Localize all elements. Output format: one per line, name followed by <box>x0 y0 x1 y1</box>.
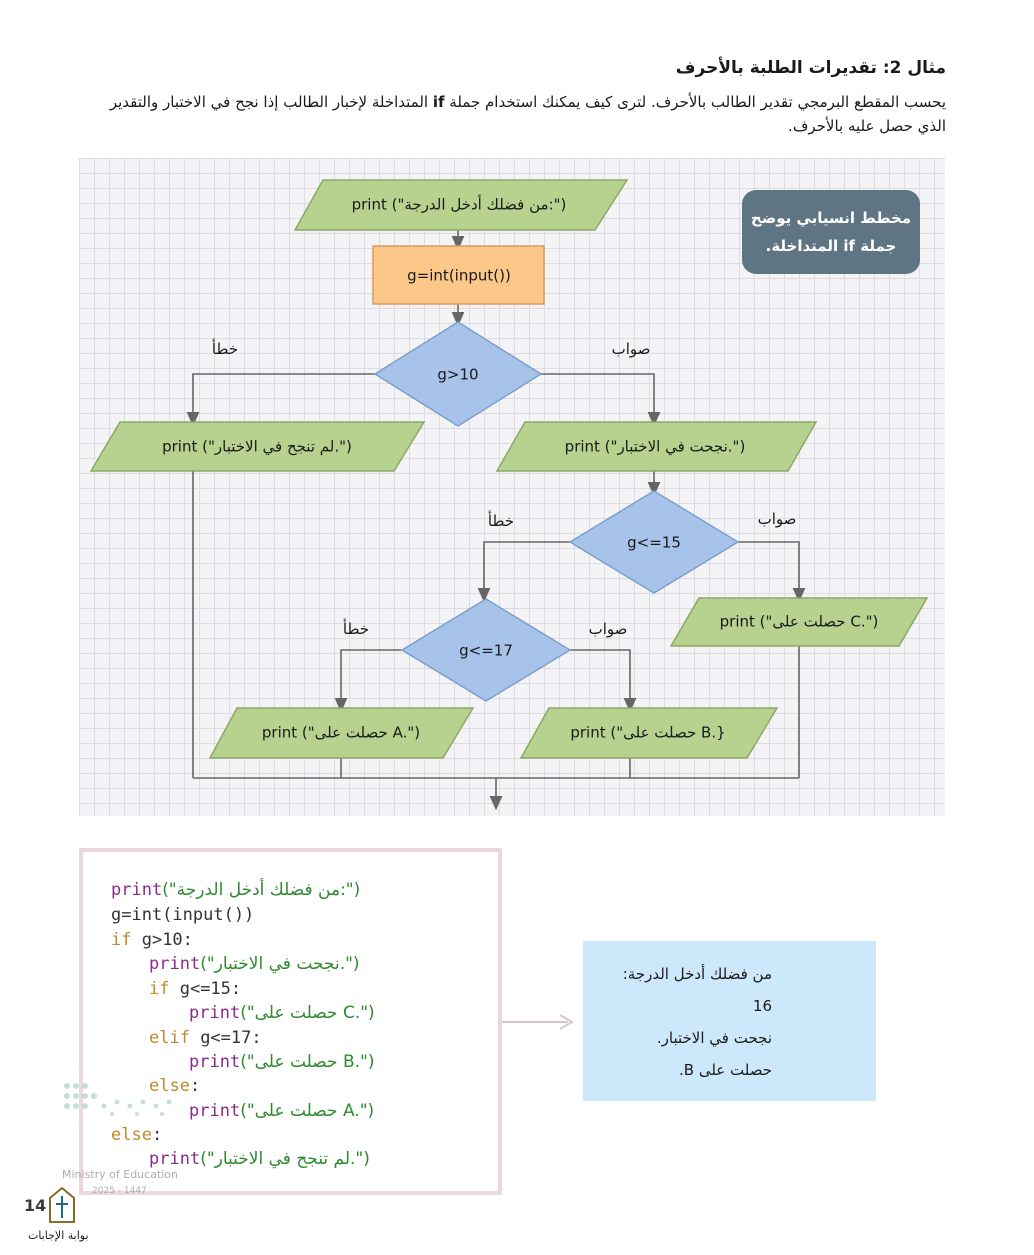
page-number: 14 <box>24 1196 47 1215</box>
intro-paragraph: يحسب المقطع البرمجي تقدير الطالب بالأحرف… <box>86 90 946 138</box>
grade-b-label: print ("حصلت على B.} <box>570 724 725 742</box>
code-line-4: print("نجحت في الاختبار.") <box>149 954 360 974</box>
process-node-label: g=int(input()) <box>407 267 511 285</box>
pass-node-label: print ("نجحت في الاختبار.") <box>565 438 746 457</box>
program-output-box: من فضلك أدخل الدرجة: 16 نجحت في الاختبار… <box>583 941 876 1101</box>
intro-text-1: يحسب المقطع البرمجي تقدير الطالب بالأحرف… <box>444 93 946 111</box>
output-line-1: من فضلك أدخل الدرجة: <box>622 965 772 983</box>
flowchart-grade-c-node: print ("حصلت على C.") <box>669 597 929 647</box>
decision3-false-label: خطأ <box>343 618 369 638</box>
decision2-label: g<=15 <box>627 534 681 552</box>
code-line-5: if g<=15: <box>149 979 242 999</box>
decision2-true-label: صواب <box>758 510 797 528</box>
note-line-2: جملة if المتداخلة. <box>765 237 897 255</box>
code-to-output-arrow-icon <box>502 1014 574 1030</box>
flowchart-process-node: g=int(input()) <box>372 245 545 305</box>
code-line-7: elif g<=17: <box>149 1028 262 1048</box>
flowchart-note-badge: مخطط انسيابي يوضح جملة if المتداخلة. <box>742 190 920 274</box>
flowchart-decision-g-le-17: g<=17 <box>400 598 572 702</box>
input-node-label: print ("من فضلك أدخل الدرجة:") <box>352 195 567 214</box>
flowchart-connectors <box>186 230 806 811</box>
code-line-10: print("حصلت على A.") <box>189 1101 375 1121</box>
code-line-8: print("حصلت على B.") <box>189 1052 375 1072</box>
output-line-3: نجحت في الاختبار. <box>656 1029 772 1047</box>
flowchart-pass-node: print ("نجحت في الاختبار.") <box>495 421 818 472</box>
decision1-true-label: صواب <box>612 340 651 358</box>
fail-node-label: print ("لم تنجح في الاختبار.") <box>162 438 352 457</box>
code-line-3: if g>10: <box>111 930 193 950</box>
code-line-12: print("لم تنجح في الاختبار.") <box>149 1149 370 1169</box>
decision3-label: g<=17 <box>459 642 513 660</box>
code-listing: print("من فضلك أدخل الدرجة:") g=int(inpu… <box>79 848 502 1195</box>
flowchart-grade-a-node: print ("حصلت على A.") <box>208 707 475 759</box>
output-line-2: 16 <box>752 997 772 1015</box>
flowchart-input-node: print ("من فضلك أدخل الدرجة:") <box>293 179 629 231</box>
ministry-watermark-text: Ministry of Education <box>62 1168 179 1181</box>
example-heading: مثال 2: تقديرات الطلبة بالأحرف <box>675 58 946 78</box>
decision2-false-label: خطأ <box>488 510 514 530</box>
code-line-1: print("من فضلك أدخل الدرجة:") <box>111 880 361 900</box>
intro-text-2: المتداخلة لإخبار الطالب إذا نجح في الاخت… <box>109 93 946 135</box>
code-line-6: print("حصلت على C.") <box>189 1003 375 1023</box>
flowchart-grade-b-node: print ("حصلت على B.} <box>519 707 779 759</box>
flowchart: print ("من فضلك أدخل الدرجة:") g=int(inp… <box>89 179 929 811</box>
decision1-false-label: خطأ <box>212 338 238 358</box>
flowchart-decision-g-le-15: g<=15 <box>568 490 740 594</box>
grade-a-label: print ("حصلت على A.") <box>262 724 420 742</box>
site-logo-icon <box>49 1186 75 1223</box>
code-line-2: g=int(input()) <box>111 905 255 925</box>
flowchart-fail-node: print ("لم تنجح في الاختبار.") <box>89 421 426 472</box>
decision3-true-label: صواب <box>589 620 628 638</box>
grade-c-label: print ("حصلت على C.") <box>720 613 879 631</box>
code-line-11: else: <box>111 1125 163 1145</box>
ministry-logo-watermark-icon <box>64 1083 172 1116</box>
code-line-9: else: <box>149 1076 201 1096</box>
decision1-label: g>10 <box>437 366 478 384</box>
note-line-1: مخطط انسيابي يوضح <box>750 209 912 227</box>
output-line-4: حصلت على B. <box>678 1061 772 1079</box>
site-label: بوابة الإجابات <box>28 1229 89 1242</box>
ministry-watermark-year: 2025 - 1447 <box>92 1186 147 1196</box>
flowchart-decision-g-gt-10: g>10 <box>373 321 543 427</box>
intro-bold-if: if <box>432 93 445 111</box>
